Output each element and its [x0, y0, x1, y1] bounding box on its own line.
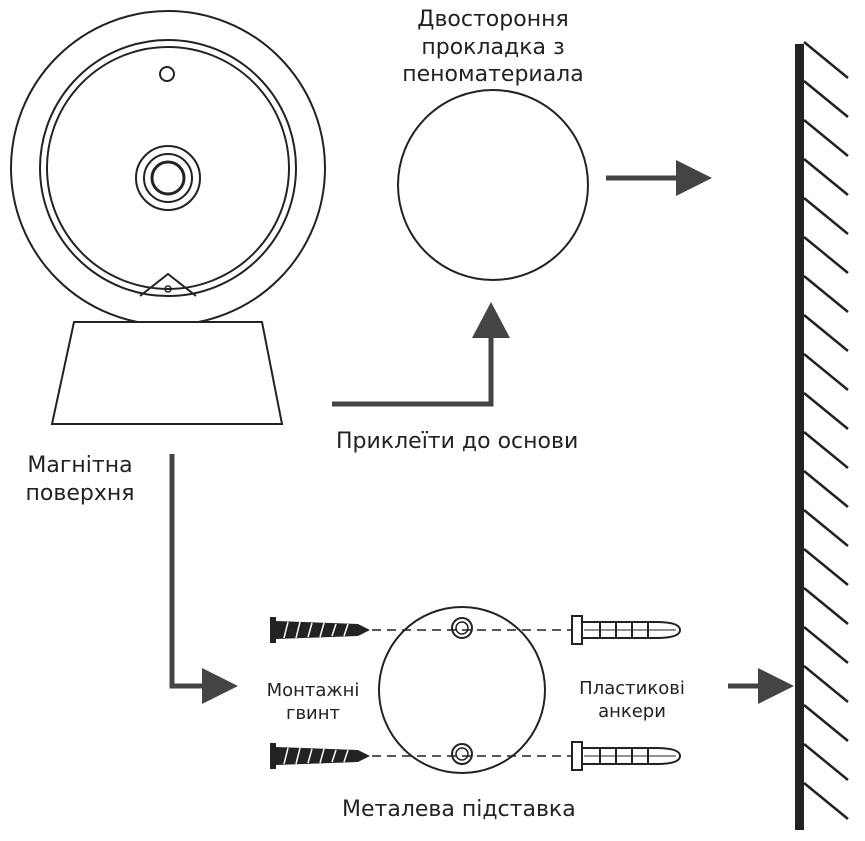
anchors-label: Пластикові анкери — [567, 678, 697, 723]
arrow-pad-to-wall — [606, 160, 712, 196]
screws-label-line2: гвинт — [285, 702, 341, 724]
arrow-magnetic-to-base — [169, 454, 238, 704]
wall-hatch-line — [803, 470, 849, 508]
wall-hatch-line — [803, 41, 849, 79]
stick-to-base-label: Приклеїти до основи — [336, 429, 579, 454]
wall-hatch-line — [803, 626, 849, 664]
camera-bottom-hole — [164, 285, 172, 293]
foam-pad-circle — [397, 89, 589, 281]
foam-pad-label-line2: прокладка з — [421, 34, 565, 60]
screw-bottom-icon — [270, 743, 370, 769]
metal-base-label: Металева підставка — [342, 797, 576, 822]
wall-hatch-line — [803, 704, 849, 742]
alignment-lines — [372, 629, 572, 757]
wall-hatch-line — [803, 743, 849, 781]
metal-base-bottom-hole — [451, 743, 473, 765]
camera-top-hole — [159, 66, 175, 82]
wall-hatch-line — [803, 548, 849, 586]
foam-pad-label-line1: Двостороння — [417, 7, 569, 32]
anchor-bottom-icon — [571, 741, 682, 771]
camera-bottom-notch — [139, 272, 197, 297]
wall-hatch-line — [803, 665, 849, 703]
camera-stand-base — [50, 321, 284, 425]
camera-lens-outer — [135, 145, 201, 211]
anchor-top-icon — [571, 615, 682, 645]
foam-pad-label: Двостороння прокладка з пеноматериала — [393, 6, 593, 89]
wall-hatch-line — [803, 236, 849, 274]
foam-pad-label-line3: пеноматериала — [402, 62, 584, 87]
screw-top-icon — [270, 617, 370, 643]
wall-hatch-line — [803, 197, 849, 235]
magnetic-surface-label-line1: Магнітна — [27, 453, 133, 478]
wall-hatch-line — [803, 80, 849, 118]
metal-base-top-hole-inner — [455, 621, 469, 635]
anchors-label-line2: анкери — [598, 700, 666, 722]
metal-base-bottom-hole-inner — [455, 747, 469, 761]
arrow-base-to-wall — [728, 668, 794, 704]
wall-hatch-line — [803, 353, 849, 391]
wall-hatch-line — [803, 392, 849, 430]
anchors-label-line1: Пластикові — [579, 678, 685, 699]
camera-lens-mid — [143, 153, 193, 203]
arrow-stick-to-base — [332, 302, 510, 407]
camera-lens-inner — [150, 160, 186, 196]
metal-base-top-hole — [451, 617, 473, 639]
screws-label-line1: Монтажні — [266, 680, 360, 701]
wall-hatch-line — [803, 314, 849, 352]
camera-inner-ring — [46, 46, 290, 290]
wall-hatch-line — [803, 275, 849, 313]
wall-icon — [795, 41, 849, 830]
screws-label: Монтажні гвинт — [258, 680, 368, 725]
magnetic-surface-label-line2: поверхня — [25, 480, 135, 506]
wall-hatch-line — [803, 587, 849, 625]
wall-line — [795, 44, 804, 830]
wall-hatch-line — [803, 119, 849, 157]
metal-base-circle — [378, 606, 546, 774]
wall-hatch-line — [803, 782, 849, 820]
camera-outer-ring — [10, 10, 326, 326]
wall-hatch-line — [803, 158, 849, 196]
camera-lens-ring — [39, 39, 297, 297]
metal-base-plate — [378, 606, 546, 774]
wall-hatch-line — [803, 431, 849, 469]
magnetic-surface-label: Магнітна поверхня — [20, 452, 140, 507]
wall-hatch-line — [803, 509, 849, 547]
camera-illustration — [10, 10, 326, 425]
